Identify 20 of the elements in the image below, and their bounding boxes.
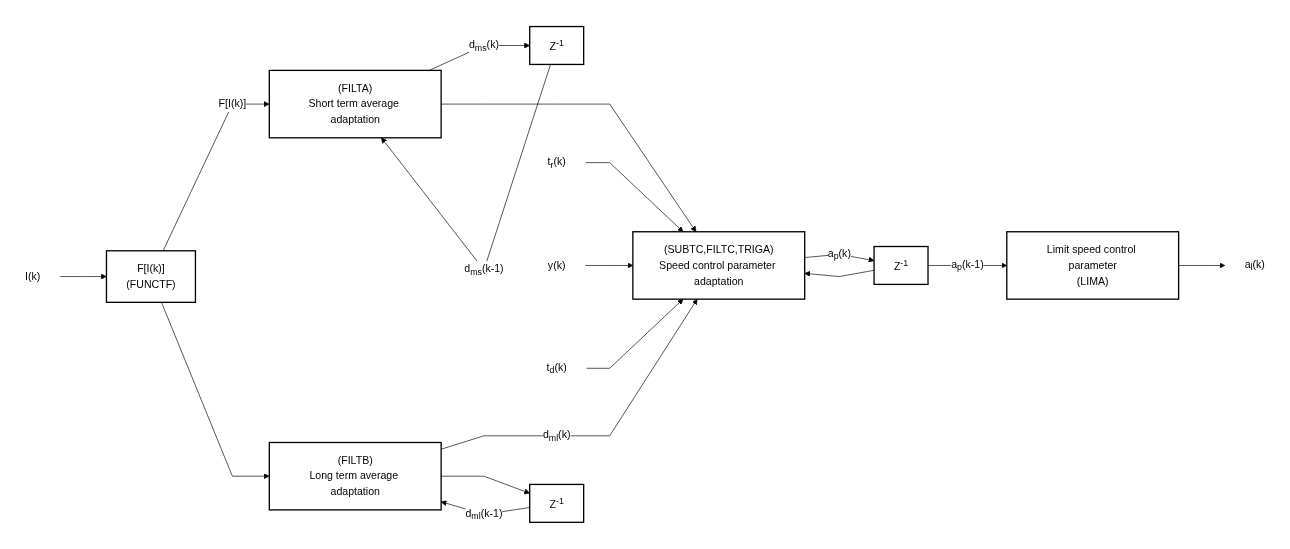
node-box: Z$^{-1}$ bbox=[873, 245, 929, 285]
edge-label: d$_{ml}$(k-1) bbox=[465, 506, 503, 521]
edge-label: d$_{ms}$(k) bbox=[468, 38, 499, 52]
node-text: a$_{l}$(k) bbox=[1244, 257, 1265, 272]
edge-label: a$_{p}$(k-1) bbox=[951, 257, 984, 272]
node-box: Limit speed control parameter (LIMA) bbox=[1006, 230, 1180, 300]
node-text: I(k) bbox=[25, 270, 41, 282]
node-text: y(k) bbox=[547, 259, 566, 271]
edge-label: d$_{ms}$(k-1) bbox=[464, 262, 504, 277]
node-box: Z$^{-1}$ bbox=[529, 25, 585, 65]
node-text: t$_{d}$(k) bbox=[546, 360, 567, 375]
edge-label: F[I(k)] bbox=[218, 97, 247, 109]
node-box: (FILTA) Short term average adaptation bbox=[268, 69, 442, 138]
node-box: (FILTB) Long term average adaptation bbox=[268, 441, 442, 511]
edge-label: a$_{p}$(k) bbox=[827, 246, 851, 261]
edge-label: d$_{ml}$(k) bbox=[542, 428, 571, 443]
node-box: (SUBTC,FILTC,TRIGA) Speed control parameter adaptation bbox=[632, 230, 806, 300]
node-text: t$_{r}$(k) bbox=[547, 155, 566, 170]
node-box: Z$^{-1}$ bbox=[529, 483, 585, 523]
node-box: F[I(k)] (FUNCTF) bbox=[105, 249, 197, 303]
